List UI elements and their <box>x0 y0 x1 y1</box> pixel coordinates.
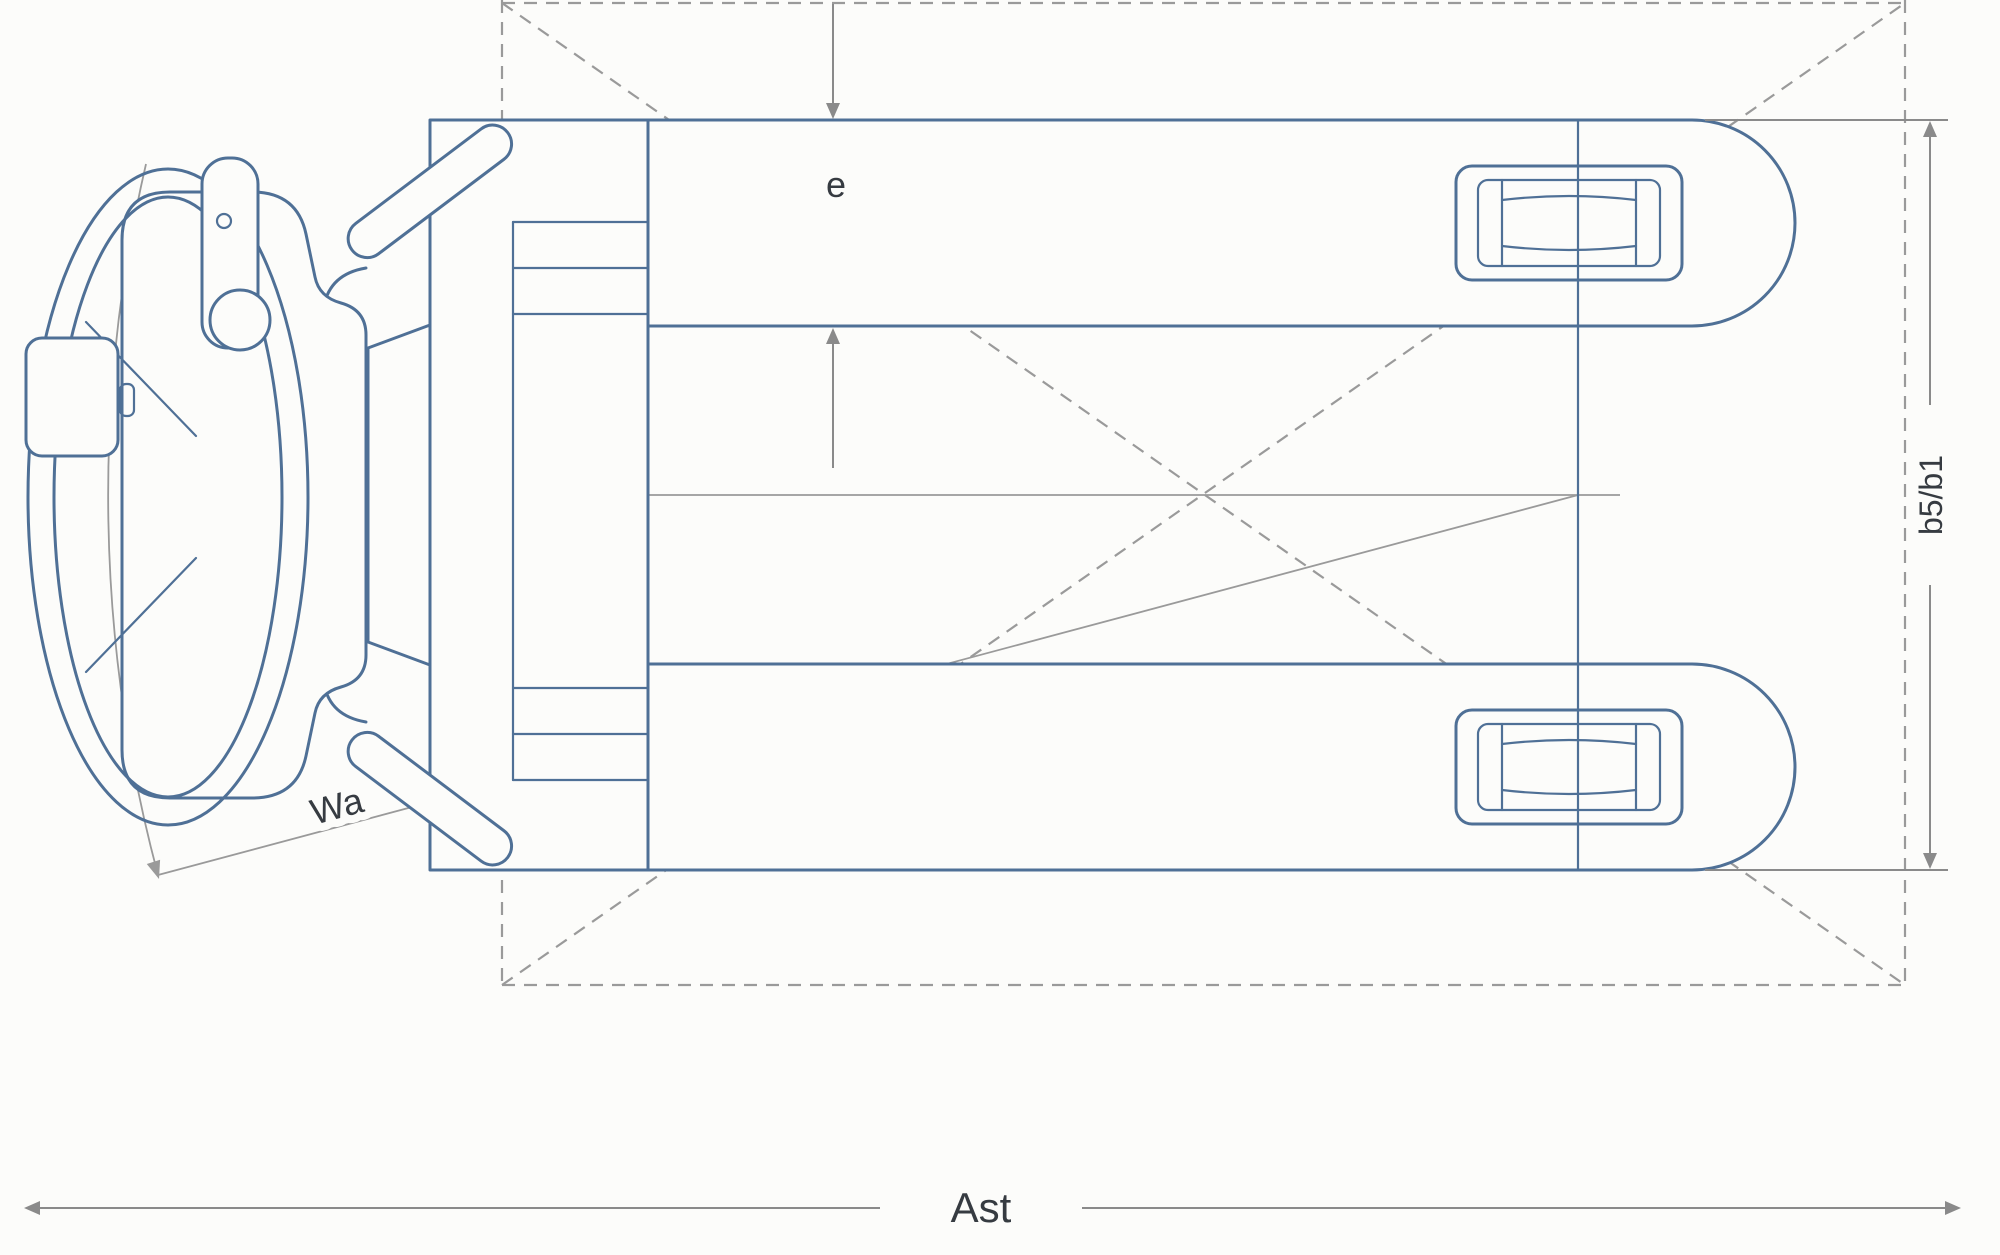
load-roller-lower <box>1454 708 1684 826</box>
roller-frame <box>1454 164 1684 282</box>
dimension-lines <box>24 4 1961 1215</box>
apron <box>366 323 432 667</box>
pivot-circle <box>208 288 272 352</box>
knob-notch <box>118 382 136 418</box>
e-arrow-up <box>826 328 840 344</box>
label-fork-width-e: e <box>826 164 846 205</box>
chassis <box>428 118 650 872</box>
tiller-arm-upper <box>346 123 514 260</box>
roller-frame <box>1454 708 1684 826</box>
roller-barrel <box>1500 194 1638 252</box>
roller-bracket <box>1476 178 1662 268</box>
mount-pin <box>215 212 233 230</box>
pallet-truck-drawing <box>24 118 1797 872</box>
roller-bracket <box>1476 722 1662 812</box>
load-roller-upper <box>1454 164 1684 282</box>
ast-arrow-right <box>1945 1201 1961 1215</box>
chassis-rungs <box>511 220 650 782</box>
label-aisle-width-ast: Ast <box>951 1184 1012 1231</box>
roller-barrel <box>1500 738 1638 796</box>
label-turning-radius-wa: Wa <box>306 779 368 832</box>
steer-wheel-outer-rim <box>26 167 310 827</box>
label-overall-width-b5-b1: b5/b1 <box>1913 455 1949 535</box>
handle-knob <box>24 336 120 458</box>
arc-arrowhead <box>146 859 161 879</box>
ast-arrow-left <box>24 1201 40 1215</box>
e-arrow-down <box>826 103 840 119</box>
b5-arrow-down <box>1923 853 1937 869</box>
steer-wheel-inner-rim <box>52 195 284 799</box>
b5-arrow-up <box>1923 121 1937 137</box>
body-housing <box>120 190 368 800</box>
tiller-arm-lower <box>346 730 514 867</box>
